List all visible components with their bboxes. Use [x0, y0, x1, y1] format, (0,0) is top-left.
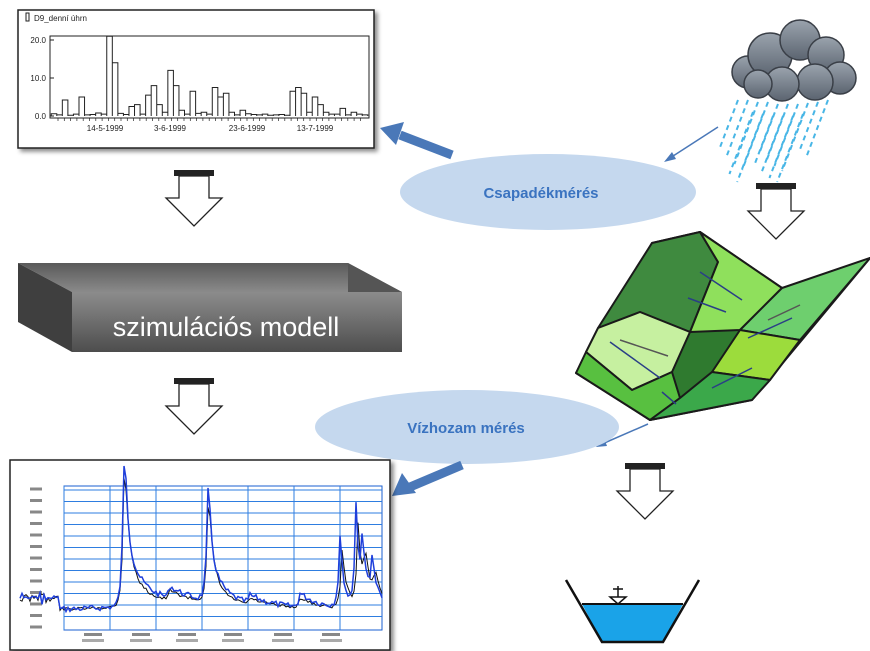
x-tick-mark — [222, 639, 244, 642]
rain-drop — [805, 99, 829, 157]
discharge-y-axis — [30, 487, 42, 629]
y-tick-mark — [30, 487, 42, 491]
rain-drop — [768, 115, 794, 179]
y-tick-label: 0.0 — [35, 112, 47, 121]
x-tick-mark — [322, 633, 340, 636]
rain-drop — [776, 113, 804, 183]
rain-drop — [760, 115, 784, 173]
measured-discharge-line — [19, 465, 383, 614]
model-box-top — [18, 263, 402, 292]
down-arrow — [746, 183, 806, 240]
rain-drop — [718, 99, 739, 151]
down-arrow-cap — [625, 463, 665, 469]
water-level-marker — [608, 596, 628, 605]
water-gauge-icon — [564, 579, 701, 644]
discharge-plot-area — [63, 485, 383, 631]
arrow-to-discharge-chart — [392, 460, 464, 496]
discharge-measurement-ellipse — [315, 390, 619, 464]
x-tick-mark — [178, 633, 196, 636]
discharge-chart — [9, 459, 391, 651]
rain-drop — [733, 101, 759, 165]
x-tick-mark — [274, 633, 292, 636]
rainfall-measurement-node: Csapadékmérés — [400, 154, 696, 230]
down-arrow — [164, 170, 224, 227]
down-arrow-cap — [174, 378, 214, 384]
y-tick-mark — [30, 510, 42, 514]
model-box-left — [18, 263, 72, 352]
rainfall-step-line — [50, 35, 369, 116]
x-tick-label: 23-6-1999 — [229, 124, 266, 133]
y-tick-mark — [30, 533, 42, 537]
y-tick-label: 20.0 — [30, 36, 46, 45]
y-tick-mark — [30, 602, 42, 606]
rainfall-x-axis: 14-5-1999 3-6-1999 23-6-1999 13-7-1999 — [57, 118, 361, 133]
x-tick-mark — [84, 633, 102, 636]
x-tick-label: 3-6-1999 — [154, 124, 187, 133]
y-tick-mark — [30, 545, 42, 548]
down-arrow-body — [164, 175, 224, 227]
x-tick-mark — [82, 639, 104, 642]
rain-drop — [736, 113, 764, 183]
down-arrow-body — [746, 188, 806, 240]
y-tick-mark — [30, 522, 42, 525]
discharge-measurement-node: Vízhozam mérés — [315, 390, 619, 464]
rain-drop — [725, 99, 749, 157]
rainfall-measurement-label: Csapadékmérés — [483, 185, 598, 202]
simulation-model-box: szimulációs modell — [18, 263, 402, 352]
down-arrow-body — [164, 383, 224, 435]
y-tick-mark — [30, 614, 42, 617]
x-tick-mark — [272, 639, 294, 642]
down-arrow-body — [615, 468, 675, 520]
discharge-measurement-label: Vízhozam mérés — [407, 420, 525, 437]
x-tick-mark — [130, 639, 152, 642]
water-fill — [582, 604, 683, 642]
rain-drop — [741, 101, 769, 171]
rainfall-legend: D9_denní úhrn — [34, 14, 87, 23]
y-tick-label: 10.0 — [30, 74, 46, 83]
x-tick-mark — [224, 633, 242, 636]
rainfall-y-axis: 20.0 10.0 0.0 — [30, 36, 54, 121]
catchment-icon — [575, 231, 870, 421]
x-tick-label: 14-5-1999 — [87, 124, 124, 133]
rain-drop — [728, 111, 754, 175]
y-tick-mark — [30, 568, 42, 571]
rainfall-chart: D9_denní úhrn 20.0 10.0 0.0 14-5-1999 3-6-1… — [17, 9, 375, 149]
vessel-outline — [564, 579, 701, 644]
down-arrow — [615, 463, 675, 520]
rain-drops — [718, 99, 829, 183]
y-tick-mark — [30, 579, 42, 583]
x-tick-mark — [320, 639, 342, 642]
rain-drop — [798, 101, 819, 153]
rainfall-series — [50, 35, 369, 116]
simulated-discharge-line — [19, 478, 383, 612]
down-arrow-cap — [174, 170, 214, 176]
rainfall-measurement-ellipse — [400, 154, 696, 230]
arrow-to-rainfall-chart — [380, 122, 454, 160]
rain-cloud-icon — [718, 19, 857, 183]
y-tick-mark — [30, 499, 42, 502]
model-box-front — [72, 292, 402, 352]
y-tick-mark — [30, 556, 42, 560]
arrow-cloud-to-measurement — [664, 126, 719, 162]
model-label: szimulációs modell — [113, 312, 340, 342]
down-arrow-cap — [756, 183, 796, 189]
discharge-x-axis — [82, 633, 342, 642]
y-tick-mark — [30, 591, 42, 594]
y-tick-mark — [30, 625, 42, 629]
rain-drop — [773, 103, 799, 167]
down-arrow — [164, 378, 224, 435]
x-tick-label: 13-7-1999 — [297, 124, 334, 133]
discharge-grid — [63, 486, 382, 630]
legend-marker — [25, 12, 30, 22]
x-tick-mark — [176, 639, 198, 642]
x-tick-mark — [132, 633, 150, 636]
rainfall-chart-frame — [17, 9, 375, 149]
flow-arrows — [164, 170, 806, 520]
